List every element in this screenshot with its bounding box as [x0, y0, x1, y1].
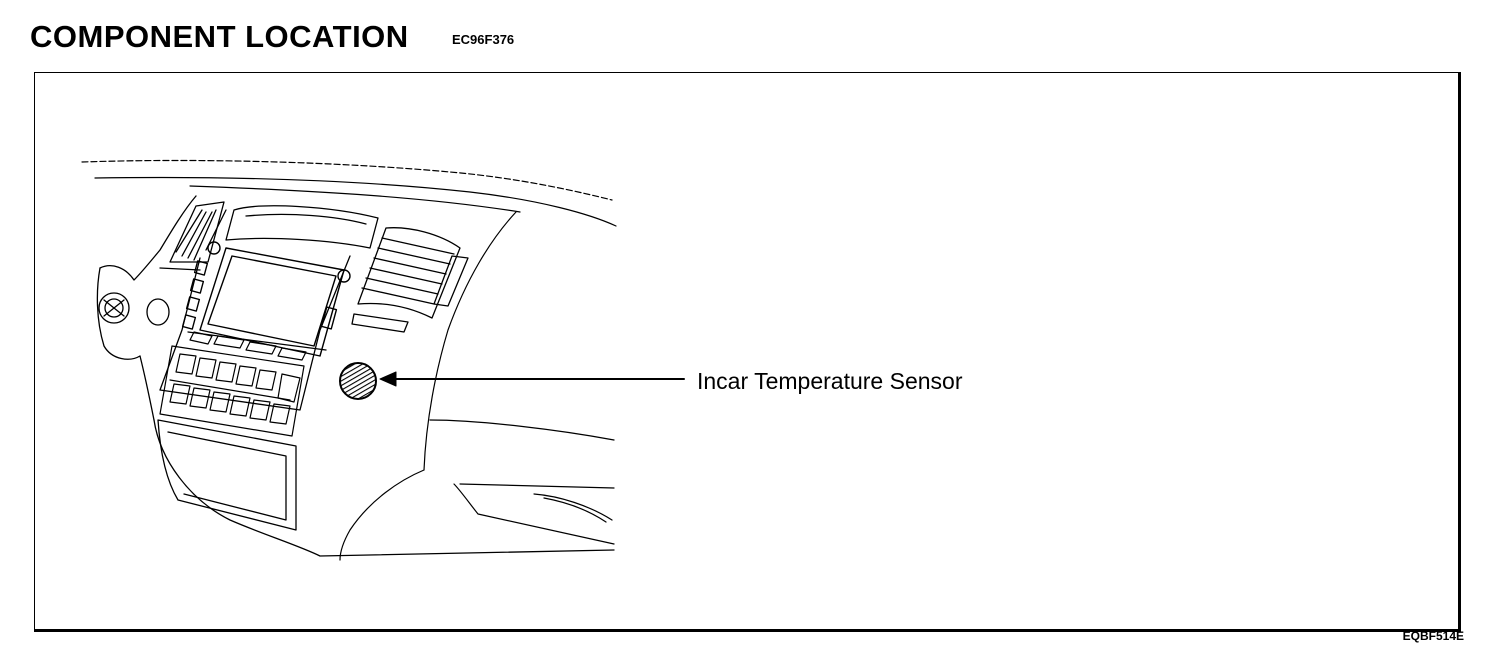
figure-frame	[34, 72, 1461, 632]
storage-pocket	[157, 419, 297, 531]
right-vent-icon	[351, 227, 469, 333]
climate-control-panel	[159, 331, 307, 437]
dash-top-edge	[81, 159, 617, 227]
dash-left-side	[96, 195, 615, 557]
dash-right-side	[339, 211, 615, 561]
display-screen	[181, 241, 351, 357]
callout-label: Incar Temperature Sensor	[697, 368, 963, 394]
section-code: EC96F376	[452, 32, 515, 47]
page-title: COMPONENT LOCATION	[30, 19, 409, 54]
knob-icon	[98, 292, 170, 326]
figure-code: EQBF514E	[1402, 629, 1464, 643]
temperature-sensor-icon	[339, 362, 377, 400]
callout-arrow	[379, 371, 685, 387]
left-vent-icon	[159, 201, 225, 271]
